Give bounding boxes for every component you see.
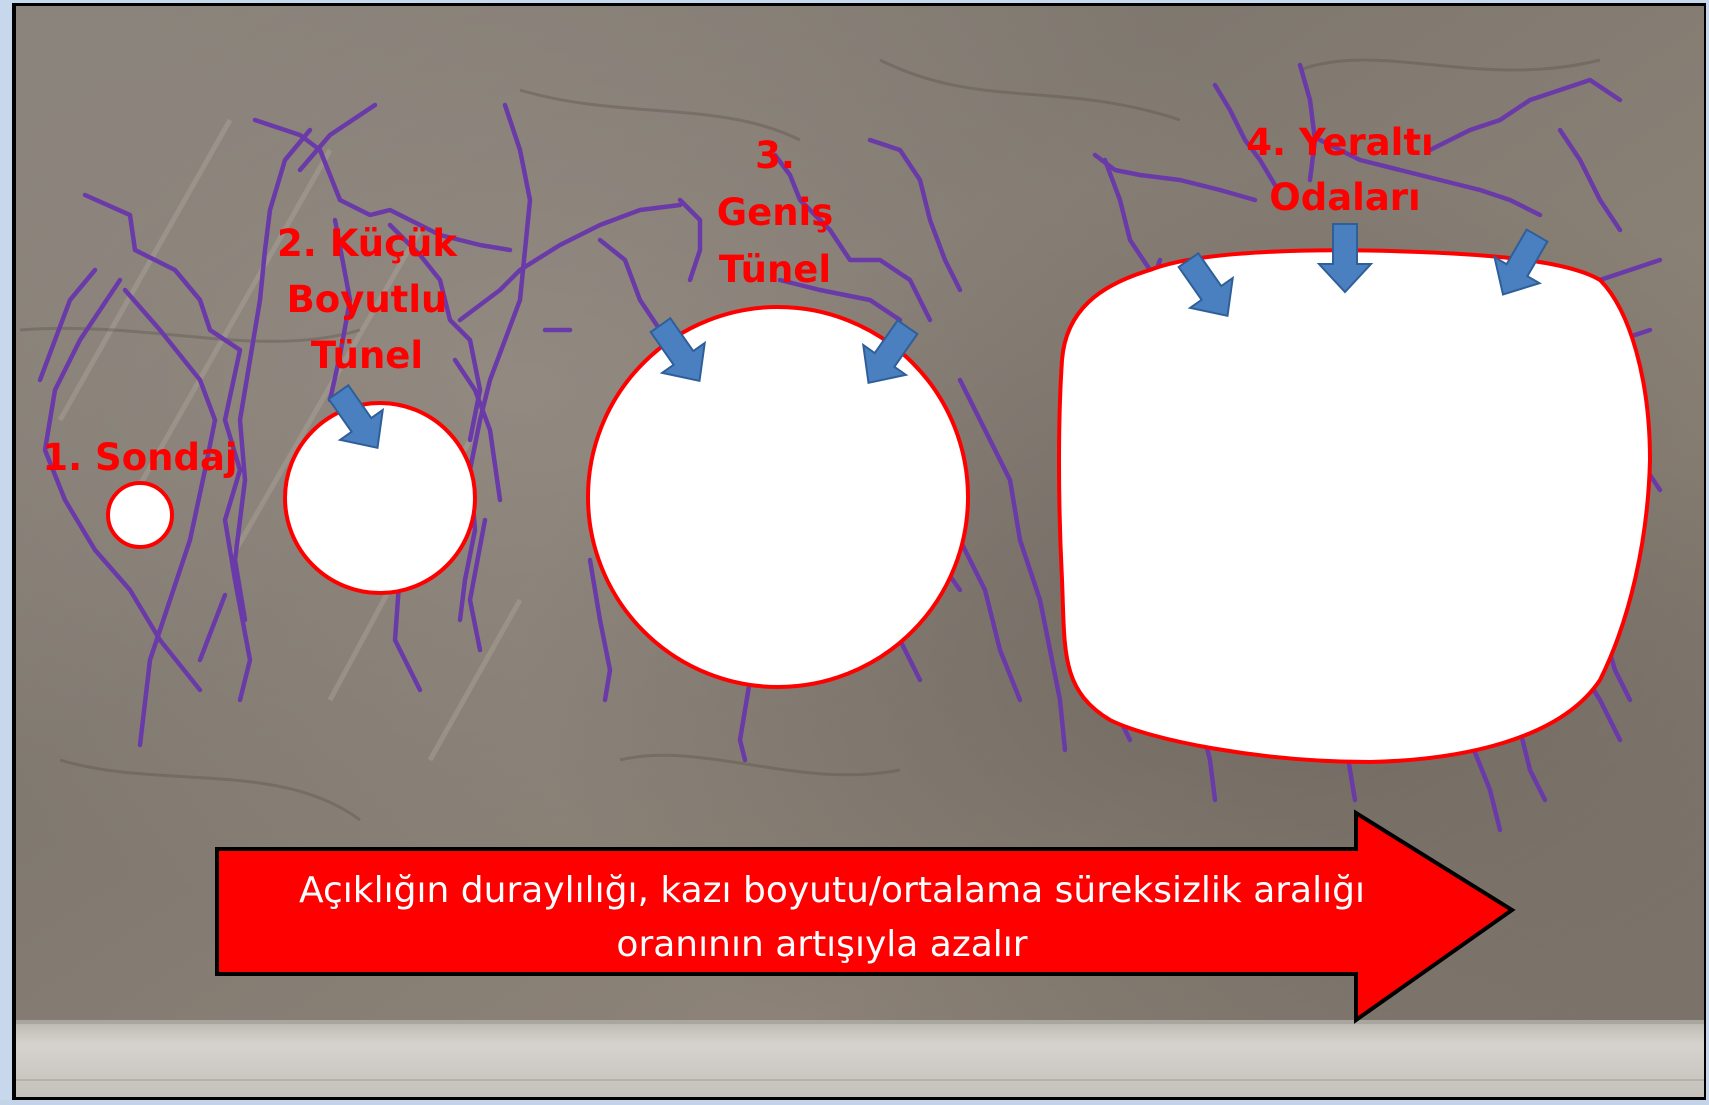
label-genis-line1: 3.	[755, 134, 795, 177]
label-kucuk-line3: Tünel	[311, 334, 423, 377]
underground-chamber-opening	[1059, 250, 1650, 762]
label-genis-line3: Tünel	[719, 248, 831, 291]
wide-tunnel-opening	[588, 307, 968, 687]
road	[16, 1022, 1704, 1097]
label-yeralti-line1: 4. Yeraltı	[1246, 121, 1433, 164]
label-kucuk-line1: 2. Küçük	[277, 222, 458, 265]
caption-line1: Açıklığın duraylılığı, kazı boyutu/ortal…	[299, 870, 1365, 911]
label-sondaj: 1. Sondaj	[42, 436, 237, 479]
label-genis-line2: Geniş	[717, 191, 834, 234]
caption-line2: oranının artışıyla azalır	[616, 924, 1027, 965]
label-yeralti-line2: Odaları	[1269, 176, 1421, 219]
borehole-opening	[108, 483, 172, 547]
label-kucuk-line2: Boyutlu	[287, 278, 448, 321]
